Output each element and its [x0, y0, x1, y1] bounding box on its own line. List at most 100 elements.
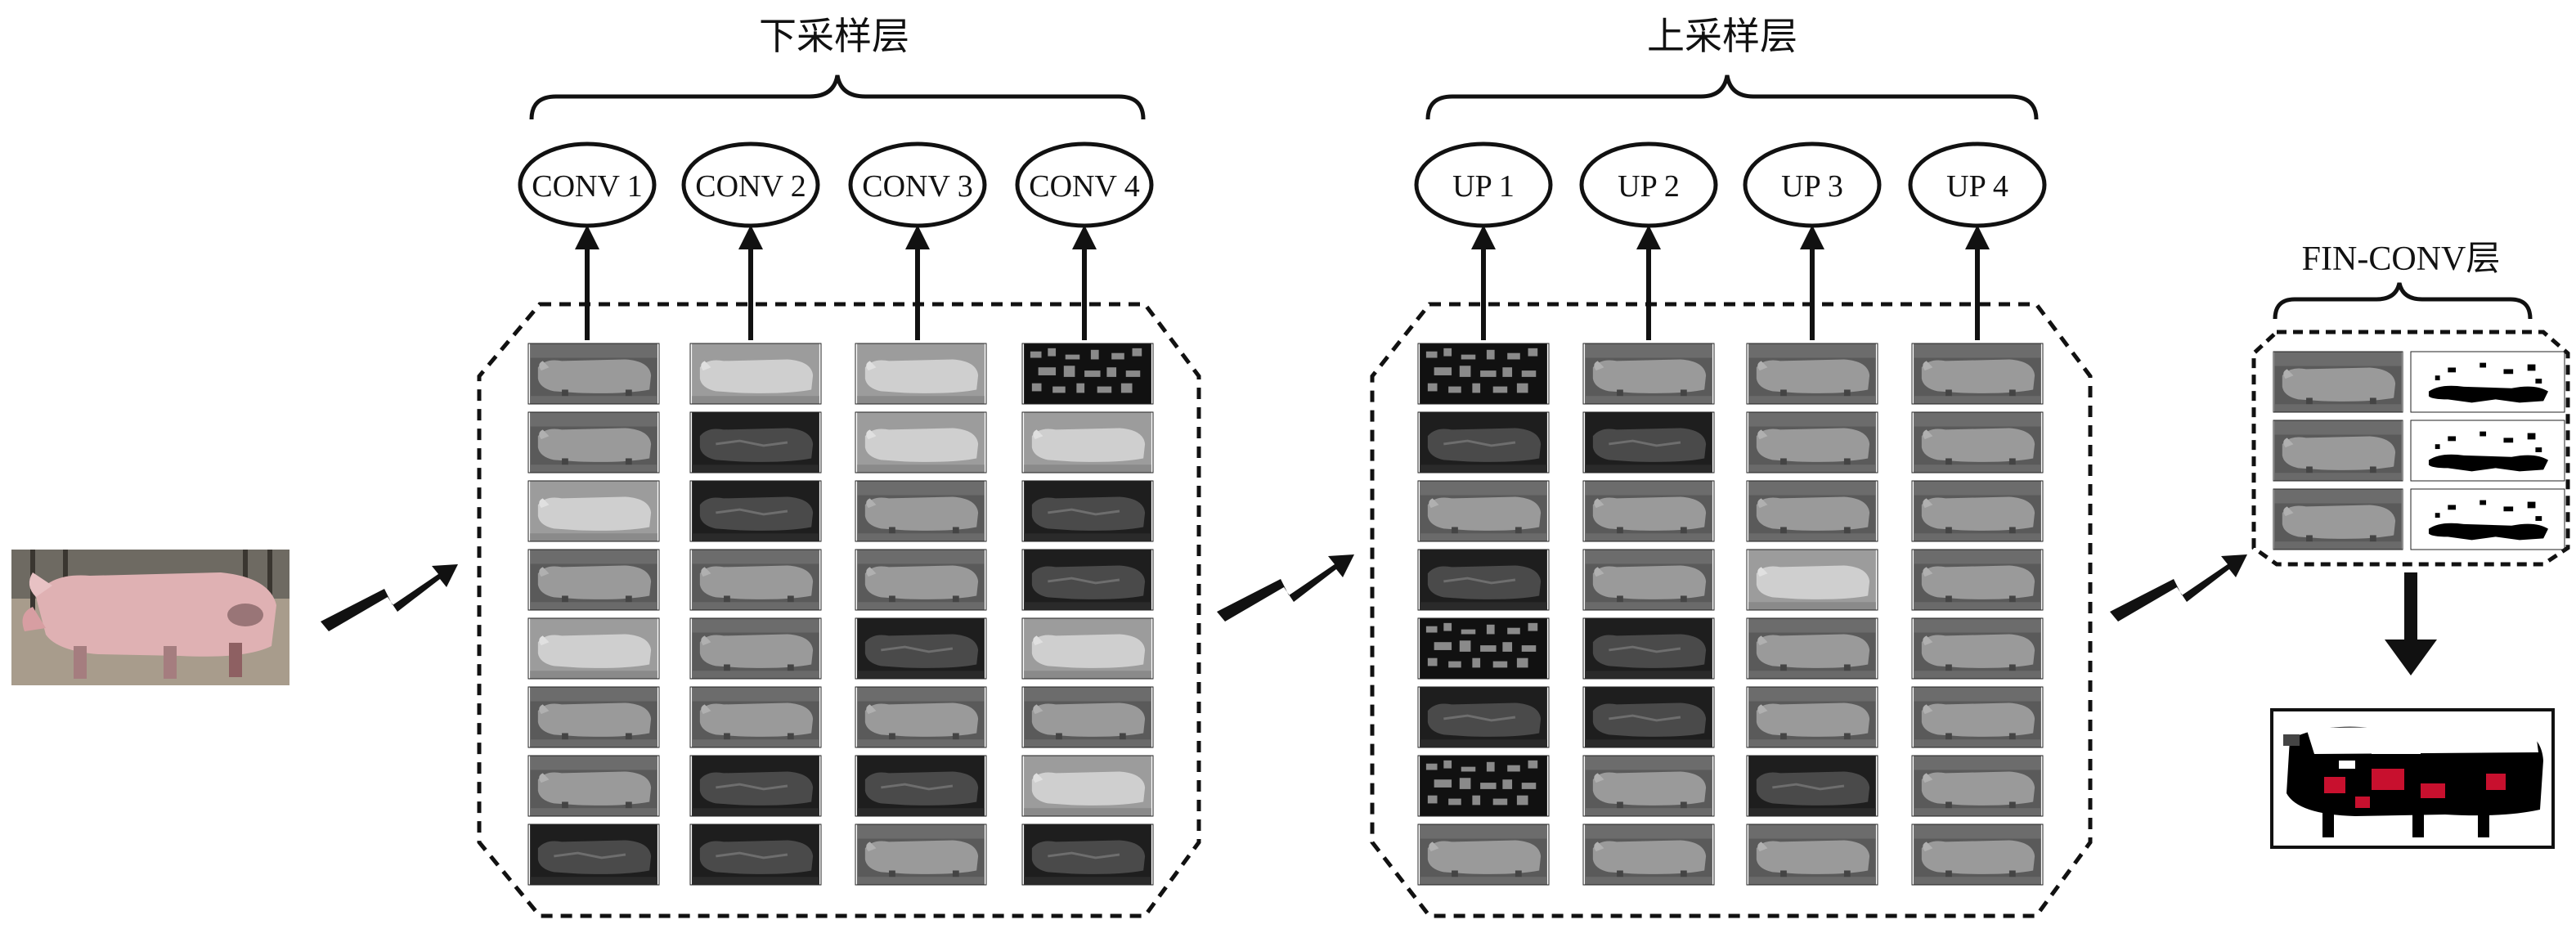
- feature-map: [1585, 550, 1712, 610]
- feature-map: [530, 756, 657, 816]
- upsampling-title: 上采样层: [1647, 16, 1797, 57]
- feature-map: [857, 412, 985, 473]
- final-mask-map: [2424, 489, 2551, 550]
- downsampling-title: 下采样层: [759, 16, 909, 57]
- svg-text:CONV 1: CONV 1: [532, 169, 643, 204]
- feature-map: [857, 824, 985, 885]
- feature-map: [857, 550, 985, 610]
- feature-map: [1585, 343, 1712, 404]
- final-feature-map: [2274, 489, 2402, 550]
- feature-map: [1914, 824, 2041, 885]
- feature-map: [1748, 481, 1876, 541]
- upsampling-brace: [1425, 74, 2039, 120]
- conv-nodes: CONV 1 CONV 2 CONV 3 CONV 4: [518, 141, 1154, 228]
- svg-text:UP 4: UP 4: [1946, 169, 2008, 204]
- feature-map: [530, 481, 657, 541]
- feature-map: [1022, 550, 1153, 610]
- feature-map: [1748, 687, 1876, 747]
- feature-map: [1583, 412, 1714, 473]
- conv-node-1: CONV 1: [518, 141, 657, 228]
- upsampling-dashed-frame: [1370, 302, 2093, 918]
- svg-text:UP 3: UP 3: [1781, 169, 1843, 204]
- feature-map: [1585, 824, 1712, 885]
- up-node-4: UP 4: [1908, 141, 2047, 228]
- downsampling-feature-maps: [527, 343, 1154, 886]
- feature-map: [1748, 618, 1876, 679]
- final-feature-maps: [2273, 351, 2565, 550]
- feature-map: [1914, 412, 2041, 473]
- feature-map: [1585, 481, 1712, 541]
- downsampling-brace: [529, 74, 1146, 120]
- feature-map: [530, 550, 657, 610]
- conv-node-4: CONV 4: [1015, 141, 1154, 228]
- feature-map: [1024, 618, 1151, 679]
- feature-map: [530, 412, 657, 473]
- feature-map: [855, 618, 986, 679]
- feature-map: [1583, 618, 1714, 679]
- conv-node-3: CONV 3: [848, 141, 987, 228]
- feature-map: [857, 687, 985, 747]
- feature-map: [1914, 343, 2041, 404]
- feature-map: [1024, 343, 1151, 404]
- feature-map: [1914, 481, 2041, 541]
- up-arrows: [1471, 225, 1990, 340]
- final-mask-map: [2424, 420, 2551, 481]
- input-pig-photo: [11, 550, 289, 685]
- feature-map: [1914, 618, 2041, 679]
- svg-text:UP 1: UP 1: [1452, 169, 1515, 204]
- final-feature-map: [2274, 352, 2402, 412]
- feature-map: [1748, 343, 1876, 404]
- svg-text:CONV 4: CONV 4: [1029, 169, 1140, 204]
- conv-node-2: CONV 2: [681, 141, 820, 228]
- svg-text:UP 2: UP 2: [1618, 169, 1680, 204]
- final-brace: [2273, 282, 2533, 320]
- up-node-3: UP 3: [1743, 141, 1882, 228]
- feature-map: [530, 618, 657, 679]
- feature-map: [1420, 824, 1547, 885]
- upsampling-feature-maps: [1417, 343, 2044, 886]
- feature-map: [1024, 756, 1151, 816]
- feature-map: [1418, 412, 1549, 473]
- feature-map: [690, 412, 821, 473]
- feature-map: [1418, 550, 1549, 610]
- feature-map: [857, 481, 985, 541]
- feature-map: [1748, 412, 1876, 473]
- final-title: FIN-CONV层: [2302, 240, 2501, 278]
- feature-map: [530, 687, 657, 747]
- feature-map: [1024, 687, 1151, 747]
- feature-map: [530, 343, 657, 404]
- feature-map: [1914, 687, 2041, 747]
- feature-map: [528, 824, 659, 885]
- conv-arrows: [575, 225, 1097, 340]
- feature-map: [1024, 412, 1151, 473]
- feature-map: [690, 481, 821, 541]
- feature-map: [1420, 481, 1547, 541]
- feature-map: [690, 756, 821, 816]
- feature-map: [1914, 756, 2041, 816]
- feature-map: [1585, 756, 1712, 816]
- feature-map: [692, 550, 819, 610]
- feature-map: [1748, 824, 1876, 885]
- downsampling-dashed-frame: [477, 302, 1201, 918]
- feature-map: [1022, 824, 1153, 885]
- flow-arrow-1: [321, 564, 458, 631]
- feature-map: [1420, 343, 1547, 404]
- final-mask-map: [2424, 352, 2551, 412]
- output-segmentation: [2270, 708, 2555, 849]
- svg-text:CONV 2: CONV 2: [695, 169, 806, 204]
- down-arrow: [2385, 572, 2437, 675]
- feature-map: [692, 618, 819, 679]
- feature-map: [1748, 550, 1876, 610]
- svg-text:CONV 3: CONV 3: [862, 169, 973, 204]
- feature-map: [692, 687, 819, 747]
- feature-map: [857, 343, 985, 404]
- feature-map: [1914, 550, 2041, 610]
- feature-map: [690, 824, 821, 885]
- up-node-2: UP 2: [1579, 141, 1718, 228]
- feature-map: [692, 343, 819, 404]
- feature-map: [1420, 756, 1547, 816]
- feature-map: [1420, 618, 1547, 679]
- final-feature-map: [2274, 420, 2402, 481]
- feature-map: [1583, 687, 1714, 747]
